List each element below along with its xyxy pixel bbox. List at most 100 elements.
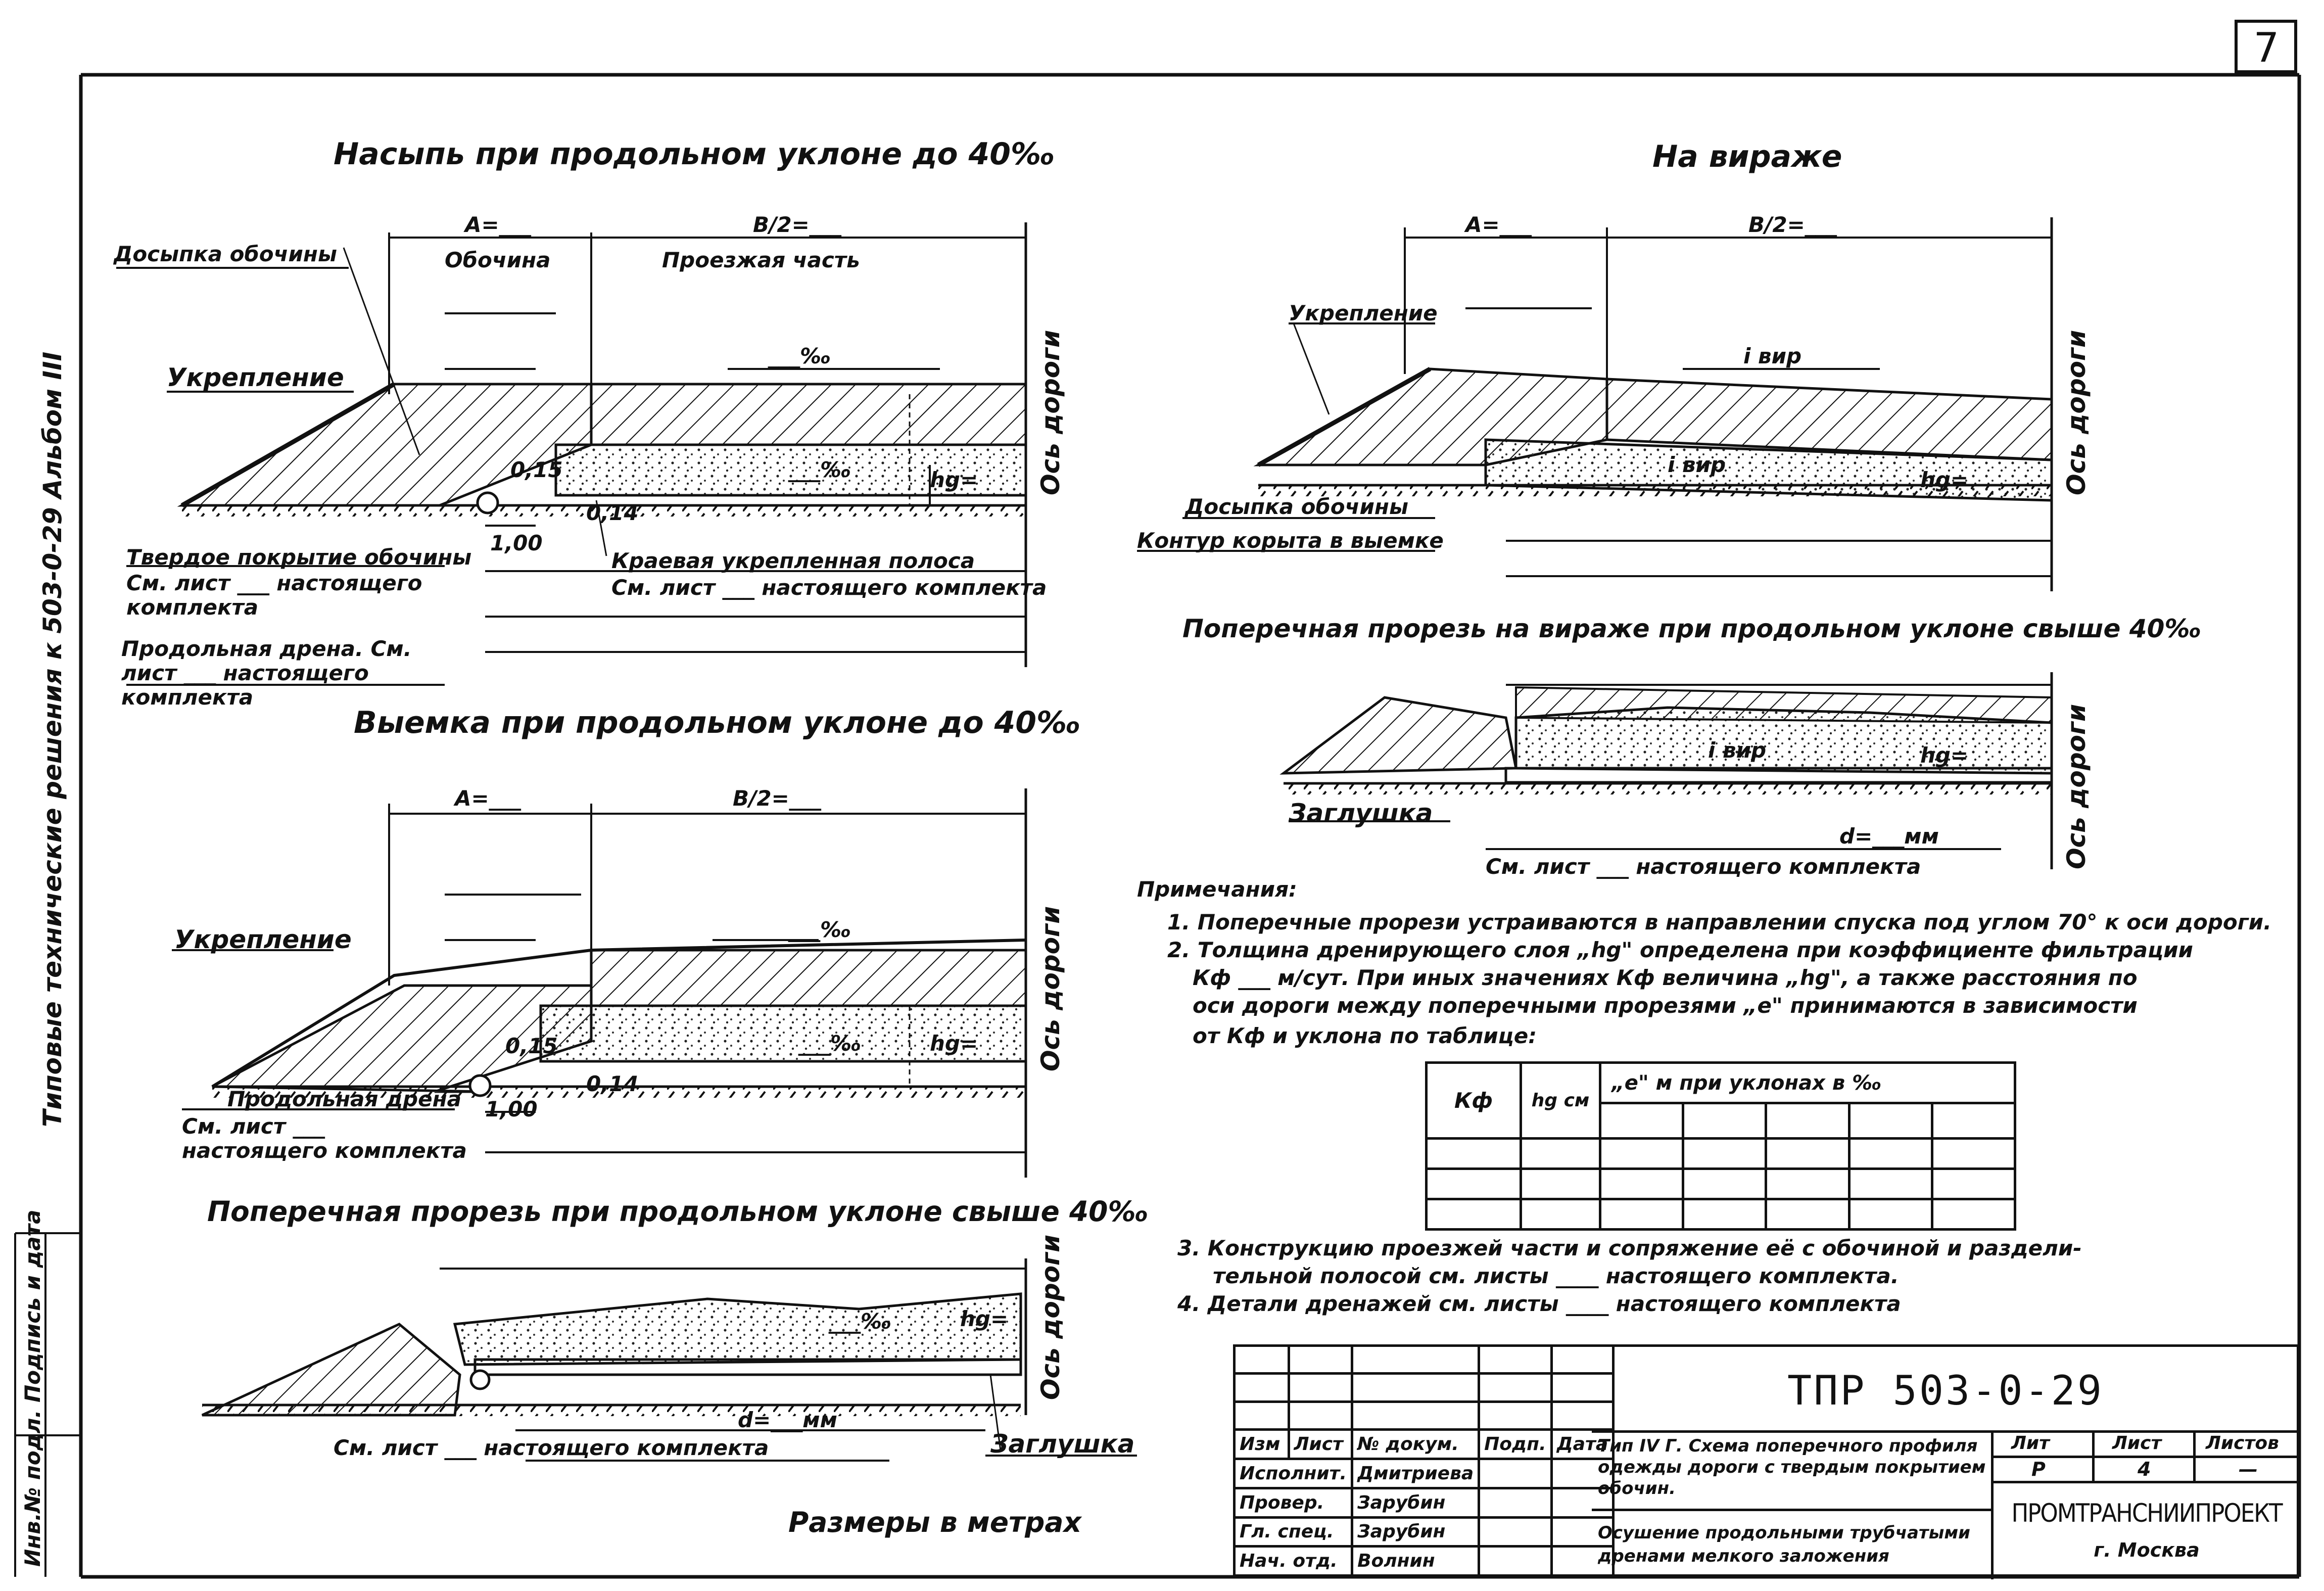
note-2-line-3: оси дороги между поперечными прорезями „… xyxy=(1193,993,2138,1018)
note-2: 2. Толщина дренирующего слоя „hg" опреде… xyxy=(1167,938,2193,962)
plug-label-2: Заглушка xyxy=(1289,799,1433,828)
col-date: Дата xyxy=(1550,1428,1615,1461)
see-sheet-pipe-label-2: См. лист ___ настоящего комплекта xyxy=(1486,854,1921,879)
table-cell xyxy=(1598,1137,1685,1170)
see-sheet-edge-label: См. лист ___ настоящего комплекта xyxy=(611,575,1047,600)
role-checker: Провер. xyxy=(1232,1486,1354,1519)
table-cell xyxy=(1847,1167,1933,1200)
table-cell xyxy=(1425,1167,1522,1200)
b-half-dim-label-3: В/2=___ xyxy=(1748,212,1837,237)
transverse-cut-section xyxy=(201,1258,1027,1462)
dim-100-label-2: 1,00 xyxy=(485,1097,538,1121)
transverse-superelevation-title: Поперечная прорезь на вираже при продоль… xyxy=(1182,614,2202,643)
road-axis-label-4: Ось дороги xyxy=(2062,330,2091,495)
hg-label-5: hg= xyxy=(1920,743,1969,768)
table-cell xyxy=(1682,1167,1768,1200)
lit-value: Р xyxy=(2031,1458,2046,1480)
sheets-value: — xyxy=(2239,1458,2258,1480)
b-half-dim-label: В/2=___ xyxy=(753,212,841,237)
dim-014-label-2: 0,14 xyxy=(586,1071,639,1096)
table-cell xyxy=(1598,1198,1685,1231)
table-cell xyxy=(1682,1198,1768,1231)
table-cell xyxy=(1520,1198,1601,1231)
table-cell xyxy=(1847,1102,1933,1140)
table-cell xyxy=(1930,1167,2017,1200)
hg-label-3: hg= xyxy=(960,1306,1009,1331)
slope-label-5: ___‰ xyxy=(829,1309,892,1334)
transverse-cut-title: Поперечная прорезь при продольном уклоне… xyxy=(207,1195,1149,1228)
b-half-dim-label-2: В/2=___ xyxy=(733,786,821,811)
document-code: ТПР 503-0-29 xyxy=(1787,1367,2104,1414)
trough-contour-label: Контур корыта в выемке xyxy=(1137,528,1444,553)
superelevation-title: На вираже xyxy=(1652,139,1842,174)
i-vir-label-1: i вир xyxy=(1743,344,1802,368)
dim-100-label: 1,00 xyxy=(490,531,543,555)
name-checker: Зарубин xyxy=(1351,1486,1481,1519)
transverse-superelevation-section xyxy=(1279,672,2053,869)
table-cell xyxy=(1930,1198,2017,1231)
i-vir-label-2: i вир xyxy=(1668,452,1726,477)
see-sheet-cover-label: См. лист ___ настоящего комплекта xyxy=(126,571,422,620)
name-dept-head: Волнин xyxy=(1351,1545,1481,1577)
role-chief-spec: Гл. спец. xyxy=(1232,1516,1354,1548)
description-1: Тип IV Г. Схема поперечного профиля одеж… xyxy=(1598,1436,1986,1499)
table-cell xyxy=(1520,1137,1601,1170)
reinforcement-label-3: Укрепление xyxy=(1289,301,1438,325)
a-dim-label: А=___ xyxy=(465,212,531,237)
name-executor: Дмитриева xyxy=(1351,1458,1481,1489)
dim-015-label-2: 0,15 xyxy=(505,1034,558,1058)
signature-stamp: Инв.№ подл. Подпись и дата xyxy=(20,1209,45,1567)
col-izm: Изм xyxy=(1233,1428,1290,1461)
see-sheet-pipe-label-1: См. лист ___ настоящего комплекта xyxy=(334,1435,769,1460)
hg-col-header: hg см xyxy=(1520,1061,1601,1140)
table-cell xyxy=(1425,1137,1522,1170)
road-axis-label-2: Ось дороги xyxy=(1036,906,1065,1071)
table-cell xyxy=(1930,1102,2017,1140)
lit-label: Лит xyxy=(2011,1433,2050,1454)
embankment-section xyxy=(177,222,1027,667)
cut-title: Выемка при продольном уклоне до 40‰ xyxy=(354,705,1081,740)
col-list: Лист xyxy=(1287,1428,1354,1461)
d-dim-label-1: d=___мм xyxy=(738,1408,837,1432)
notes-header: Примечания: xyxy=(1137,877,1297,902)
table-cell xyxy=(1847,1137,1933,1170)
i-vir-label-3: i вир xyxy=(1708,738,1767,763)
e-col-header: „e" м при уклонах в ‰ xyxy=(1599,1061,2016,1104)
city-name: г. Москва xyxy=(2094,1539,2200,1561)
role-dept-head: Нач. отд. xyxy=(1232,1545,1354,1577)
d-dim-label-2: d=___мм xyxy=(1839,824,1939,849)
slope-label-2: ___‰ xyxy=(788,457,851,482)
shoulder-label: Обочина xyxy=(445,248,551,272)
slope-label-3: ___‰ xyxy=(788,917,851,942)
note-2-line-4: от Кф и уклона по таблице: xyxy=(1193,1023,1537,1048)
hard-shoulder-label: Твердое покрытие обочины xyxy=(126,545,472,570)
organization-name: ПРОМТРАНСНИИПРОЕКТ xyxy=(2011,1499,2283,1528)
road-axis-label-3: Ось дороги xyxy=(1036,1234,1065,1400)
shoulder-fill-label: Досыпка обочины xyxy=(114,242,337,266)
col-doc: № докум. xyxy=(1351,1428,1481,1461)
cut-section xyxy=(211,788,1027,1178)
table-cell xyxy=(1765,1167,1851,1200)
dim-015-label: 0,15 xyxy=(510,457,563,482)
note-3: 3. Конструкцию проезжей части и сопряжен… xyxy=(1177,1236,2082,1260)
series-text: Типовые технические решения к 503-0-29 А… xyxy=(38,351,67,1127)
shoulder-fill-label-2: Досыпка обочины xyxy=(1185,494,1408,519)
a-dim-label-2: А=___ xyxy=(455,786,521,811)
sheet-number: 7 xyxy=(2253,24,2280,71)
longitudinal-drain-label: Продольная дрена xyxy=(227,1087,461,1111)
units-note: Размеры в метрах xyxy=(788,1506,1081,1538)
sheet-value: 4 xyxy=(2138,1458,2151,1480)
table-cell xyxy=(1598,1102,1685,1140)
table-cell xyxy=(1425,1198,1522,1231)
description-2: Осушение продольными трубчатыми дренами … xyxy=(1598,1523,1970,1566)
reinforcement-label-2: Укрепление xyxy=(174,925,352,954)
title-block-right: ТПР 503-0-29 Тип IV Г. Схема поперечного… xyxy=(1592,1344,2299,1579)
hg-label-4: hg= xyxy=(1920,467,1969,492)
a-dim-label-3: А=___ xyxy=(1465,212,1532,237)
note-2-line-2: Кф ___ м/сут. При иных значениях Кф вели… xyxy=(1193,965,2138,990)
embankment-title: Насыпь при продольном уклоне до 40‰ xyxy=(334,136,1055,172)
name-chief-spec: Зарубин xyxy=(1351,1516,1481,1548)
table-cell xyxy=(1765,1102,1851,1140)
role-executor: Исполнит. xyxy=(1232,1458,1354,1489)
note-1: 1. Поперечные прорези устраиваются в нап… xyxy=(1167,910,2272,934)
